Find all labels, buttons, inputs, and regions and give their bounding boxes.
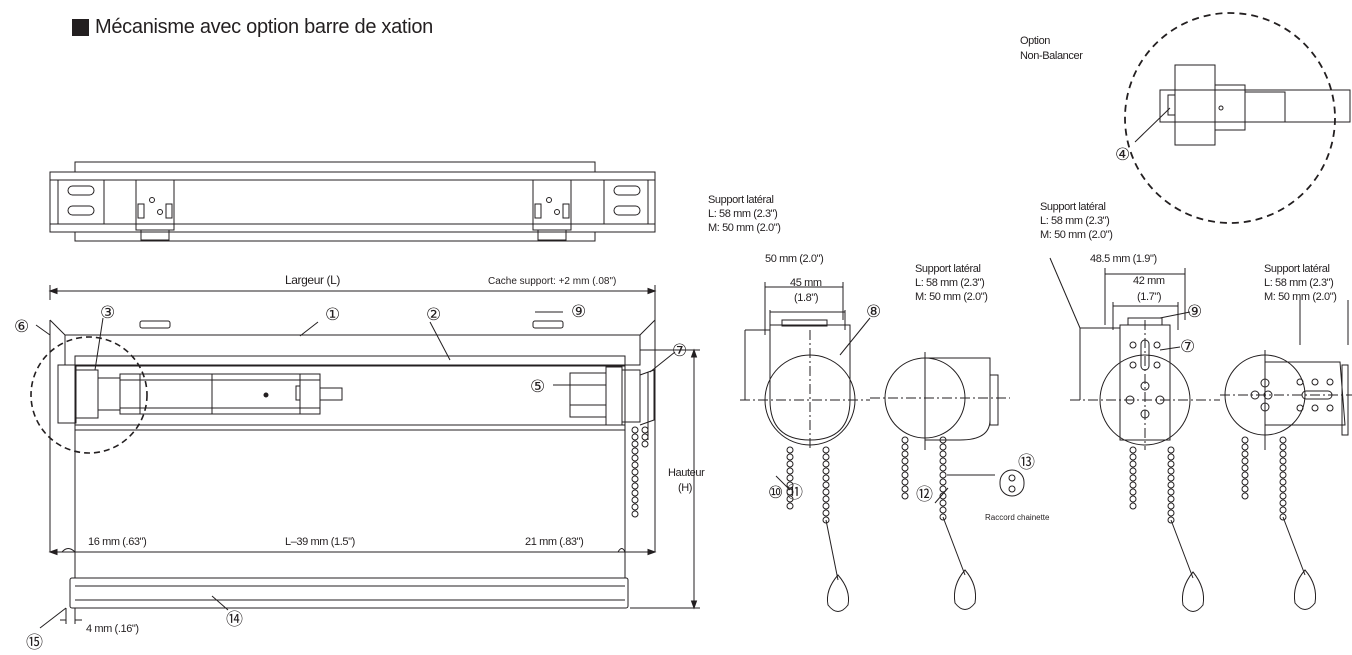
callout-9b: ⑨ xyxy=(1187,302,1202,321)
callout-5: ⑤ xyxy=(530,377,545,396)
callout-7: ⑦ xyxy=(672,341,687,360)
front-bead-chain xyxy=(631,426,649,518)
bracket1-inner-1: 45 mm xyxy=(790,277,822,289)
bracket4-label-1: Support latéral xyxy=(1264,263,1330,275)
callout-6: ⑥ xyxy=(14,317,29,336)
bracket4-label-2: L: 58 mm (2.3") xyxy=(1264,277,1333,289)
callout-7b: ⑦ xyxy=(1180,337,1195,356)
callout-2: ② xyxy=(426,305,441,324)
callout-15: ⑮ xyxy=(26,633,43,652)
side-view-2 xyxy=(870,352,1025,610)
connector-label: Raccord chainette xyxy=(985,513,1050,522)
bracket1-label-2: L: 58 mm (2.3") xyxy=(708,208,777,220)
option-label-line1: Option xyxy=(1020,35,1050,47)
front-view xyxy=(30,285,700,629)
option-detail xyxy=(1124,12,1351,224)
callout-10: ⑩ xyxy=(768,483,783,502)
bracket3-outer: 48.5 mm (1.9") xyxy=(1090,253,1157,265)
callout-8: ⑧ xyxy=(866,302,881,321)
bracket1-inner-2: (1.8") xyxy=(794,292,818,304)
bracket4-label-3: M: 50 mm (2.0") xyxy=(1264,291,1336,303)
diagram-title: Mécanisme avec option barre de xation xyxy=(72,16,433,39)
left-gap-label: 16 mm (.63") xyxy=(88,536,146,548)
side-view-1 xyxy=(740,282,871,612)
callout-13: ⑬ xyxy=(1018,453,1035,472)
callout-4: ④ xyxy=(1115,145,1130,164)
bar-end-label: 4 mm (.16") xyxy=(86,623,139,635)
bracket3-label-3: M: 50 mm (2.0") xyxy=(1040,229,1112,241)
bracket1-label-1: Support latéral xyxy=(708,194,774,206)
title-text: Mécanisme avec option barre de xation xyxy=(95,16,433,38)
callout-1: ① xyxy=(325,305,340,324)
callout-9: ⑨ xyxy=(571,302,586,321)
hauteur-label: Hauteur xyxy=(668,467,705,479)
right-gap-label: 21 mm (.83") xyxy=(525,536,583,548)
title-square-icon xyxy=(72,19,89,36)
hauteur-unit: (H) xyxy=(678,482,692,494)
bracket2-label-3: M: 50 mm (2.0") xyxy=(915,291,987,303)
bracket3-label-1: Support latéral xyxy=(1040,201,1106,213)
callout-14: ⑭ xyxy=(226,610,243,629)
bracket3-label-2: L: 58 mm (2.3") xyxy=(1040,215,1109,227)
callout-11: ⑪ xyxy=(786,483,803,502)
cache-support-label: Cache support: +2 mm (.08") xyxy=(488,276,616,287)
top-view xyxy=(49,161,656,242)
bracket1-outer: 50 mm (2.0") xyxy=(765,253,823,265)
bracket2-label-1: Support latéral xyxy=(915,263,981,275)
callout-3: ③ xyxy=(100,303,115,322)
bracket1-label-3: M: 50 mm (2.0") xyxy=(708,222,780,234)
option-label-line2: Non-Balancer xyxy=(1020,50,1083,62)
text-labels: Option Non-Balancer Largeur (L) Cache su… xyxy=(14,35,1337,652)
largeur-label: Largeur (L) xyxy=(285,273,340,287)
center-width-label: L–39 mm (1.5") xyxy=(285,536,355,548)
callout-12: ⑫ xyxy=(916,485,933,504)
bracket3-inner-2: (1.7") xyxy=(1137,291,1161,303)
side-view-3 xyxy=(1049,257,1220,612)
side-view-4 xyxy=(1220,300,1352,610)
bracket3-inner-1: 42 mm xyxy=(1133,275,1165,287)
bracket2-label-2: L: 58 mm (2.3") xyxy=(915,277,984,289)
